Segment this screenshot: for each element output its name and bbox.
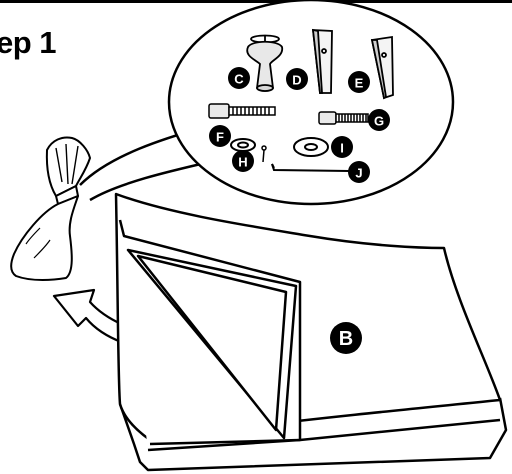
label-c-text: C (234, 72, 244, 87)
label-f-text: F (216, 130, 224, 145)
label-c: C (228, 67, 250, 89)
label-g: G (368, 109, 390, 131)
small-pin (261, 145, 267, 163)
part-labels: C D E F G H I J (209, 67, 390, 183)
part-c-foot (246, 34, 284, 92)
bag-body (10, 195, 79, 281)
carton-edge-line (149, 418, 501, 446)
part-e-bracket (370, 35, 394, 100)
label-h-text: H (238, 155, 247, 170)
part-d-bracket (311, 28, 333, 94)
label-e: E (348, 71, 370, 93)
label-i: I (331, 136, 353, 158)
carton-b (114, 192, 508, 472)
bag-top-frill (45, 136, 91, 197)
callout-ellipse (167, 0, 455, 206)
label-i-text: I (340, 141, 344, 156)
label-d: D (286, 68, 308, 90)
label-e-text: E (355, 76, 364, 91)
label-g-text: G (374, 114, 384, 129)
label-h: H (232, 150, 254, 172)
label-d-text: D (292, 73, 301, 88)
hardware-bag (10, 136, 91, 281)
part-h-lock-washer (230, 138, 256, 152)
part-f-long-bolt (208, 103, 276, 119)
label-j-text: J (355, 166, 362, 181)
part-i-flat-washer (293, 137, 329, 157)
label-f: F (209, 125, 231, 147)
hardware-callout-bubble (79, 0, 455, 206)
step-title: ep 1 (0, 25, 57, 60)
part-j-allen-key (271, 163, 350, 172)
label-j: J (348, 161, 370, 183)
label-b: B (330, 322, 362, 354)
label-b-text: B (339, 328, 353, 350)
part-g-short-bolt (318, 111, 369, 125)
carton-lid-flap-inner (136, 254, 288, 432)
